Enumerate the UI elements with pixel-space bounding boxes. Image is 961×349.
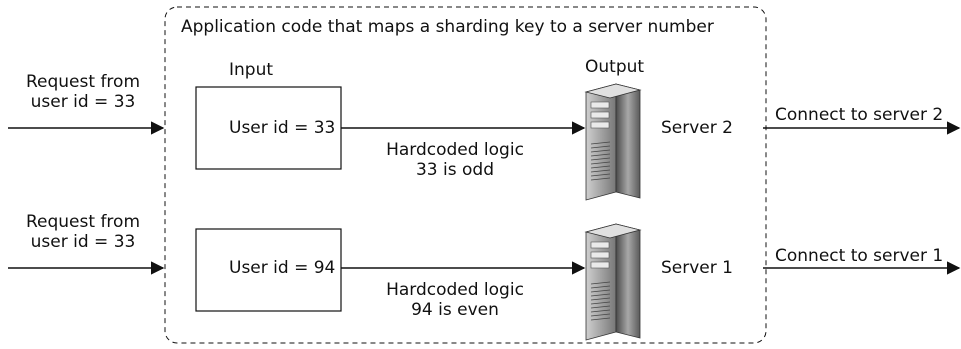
server-tower-icon	[584, 83, 642, 201]
connect-label-1: Connect to server 2	[775, 105, 944, 125]
input-box-2	[195, 228, 342, 312]
request-line-2: user id = 33	[30, 232, 136, 252]
input-text-1: User id = 33	[229, 118, 336, 138]
input-box-1	[195, 86, 342, 170]
server-tower-icon	[584, 223, 642, 341]
logic-line-2: 33 is odd	[415, 160, 494, 180]
server-label-1: Server 2	[661, 118, 733, 138]
request-line-1: Request from	[25, 212, 141, 232]
request-line-2: user id = 33	[30, 92, 136, 112]
logic-label-2: Hardcoded logic 94 is even	[370, 280, 540, 320]
logic-line-1: Hardcoded logic	[386, 140, 524, 160]
input-label: Input	[229, 60, 274, 80]
boundary-title: Application code that maps a sharding ke…	[181, 17, 714, 37]
request-label-2: Request from user id = 33	[18, 212, 148, 252]
logic-label-1: Hardcoded logic 33 is odd	[370, 140, 540, 180]
request-line-1: Request from	[25, 72, 141, 92]
connect-label-2: Connect to server 1	[775, 246, 944, 266]
application-boundary	[164, 6, 767, 344]
input-text-2: User id = 94	[229, 258, 336, 278]
request-label-1: Request from user id = 33	[18, 72, 148, 112]
logic-line-1: Hardcoded logic	[386, 280, 524, 300]
server-label-2: Server 1	[661, 258, 733, 278]
output-label: Output	[585, 57, 645, 77]
logic-line-2: 94 is even	[411, 300, 499, 320]
